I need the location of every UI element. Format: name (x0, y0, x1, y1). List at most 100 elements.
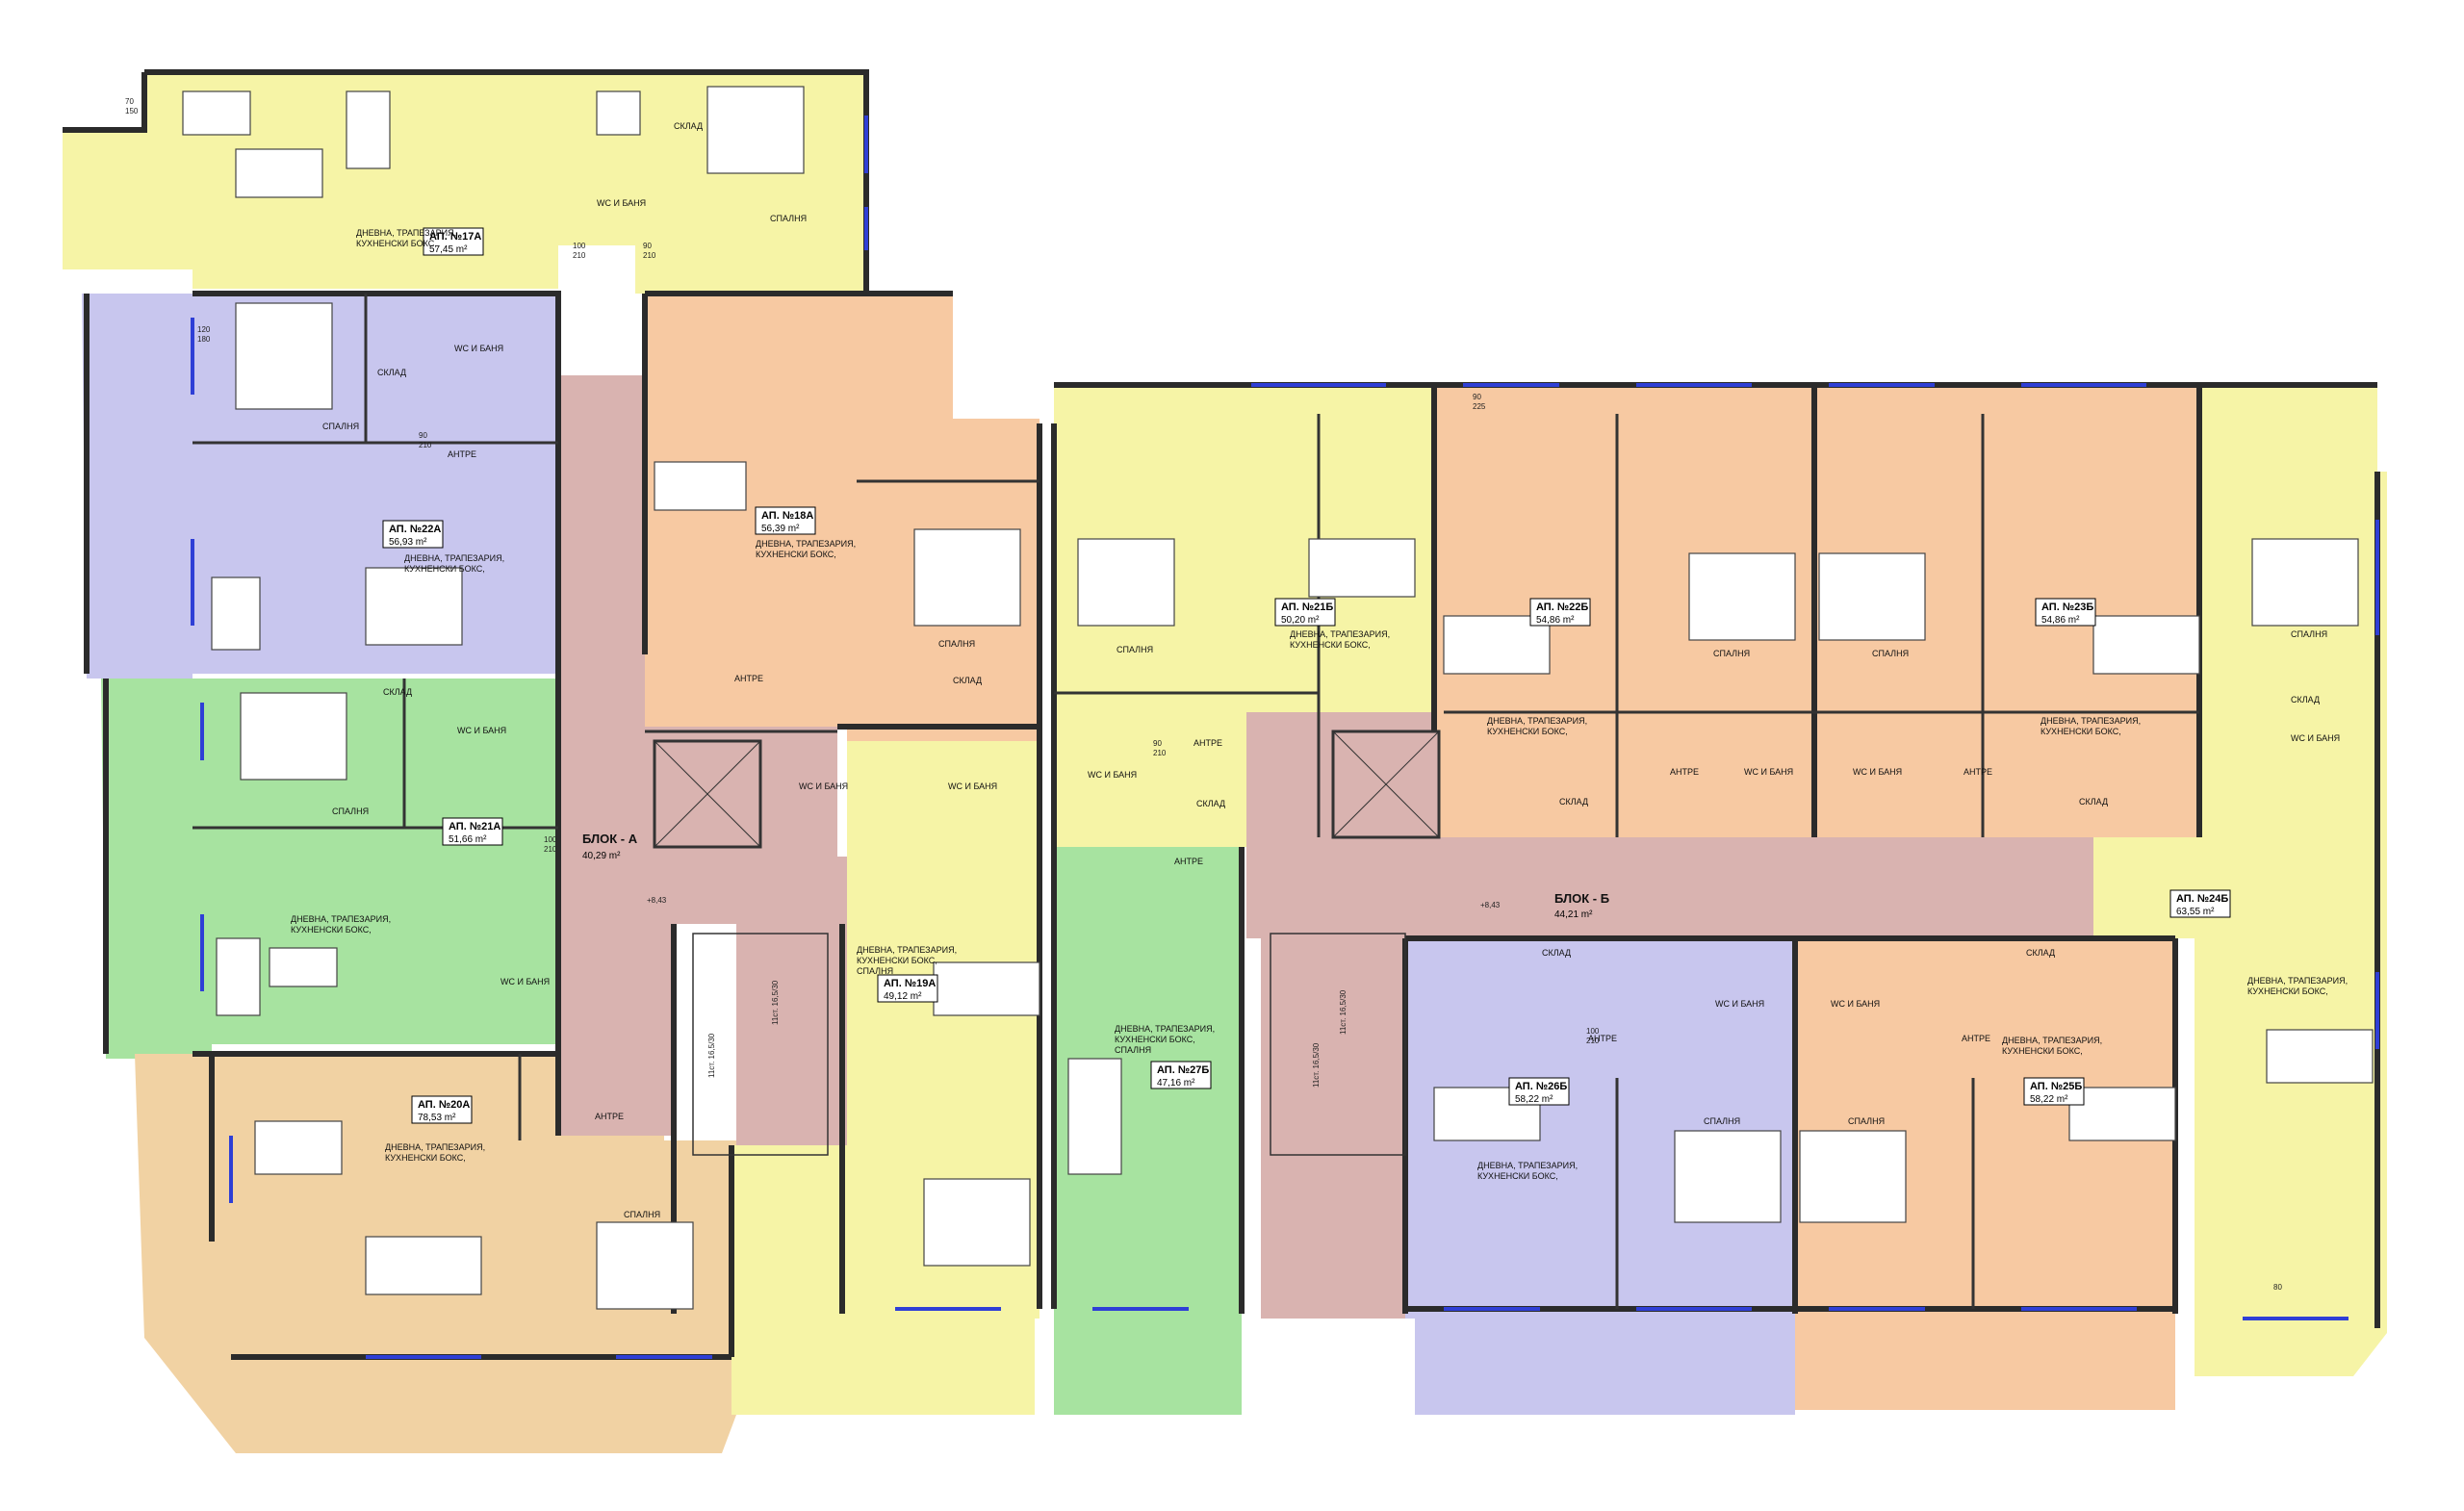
apt-24b-bedroom: СПАЛНЯ (2291, 629, 2327, 639)
dim-label: 225 (1473, 402, 1486, 411)
dim-label: 120 (197, 325, 211, 334)
apt-22a-kitchen: КУХНЕНСКИ БОКС, (404, 564, 485, 574)
dimension-labels: 100 210 90 210 90 210 100 210 90 210 100… (125, 97, 2282, 1292)
apt-20a-living: ДНЕВНА, ТРАПЕЗАРИЯ, (385, 1142, 485, 1152)
dim-label: 90 (419, 431, 427, 440)
apt-21a-bedroom: СПАЛНЯ (332, 807, 369, 816)
apt-22a-label: АП. №22А 56,93 m² ДНЕВНА, ТРАПЕЗАРИЯ, КУ… (322, 344, 504, 574)
apt-18a-area: 56,39 m² (761, 524, 800, 534)
apt-19a-kitchen: КУХНЕНСКИ БОКС, (857, 956, 937, 965)
apt-26b-fill (1405, 938, 1795, 1415)
apt-25b-bath: WC И БАНЯ (1831, 999, 1880, 1009)
apt-20a-hall: АНТРЕ (595, 1112, 624, 1121)
apt-19a-title: АП. №19А (884, 978, 936, 989)
apt-17a-area: 57,45 m² (429, 244, 468, 255)
windows (191, 115, 2379, 1359)
apt-25b-living: ДНЕВНА, ТРАПЕЗАРИЯ, (2002, 1036, 2102, 1045)
apt-21b-area: 50,20 m² (1281, 615, 1320, 626)
apt-19a-bedroom: СПАЛНЯ (857, 966, 893, 976)
apt-18a-bath-2: WC И БАНЯ (948, 781, 997, 791)
dim-label: 90 (1153, 739, 1162, 748)
apt-25b-area: 58,22 m² (2030, 1094, 2068, 1105)
dim-label: 210 (573, 251, 586, 260)
block-b-label: БЛОК - Б (1554, 891, 1609, 906)
dim-label: 100 (573, 242, 586, 250)
dim-label: 80 (2273, 1283, 2282, 1292)
apt-22b-fill (1434, 385, 1814, 837)
dim-label: 210 (1586, 1037, 1600, 1045)
apt-20a-bedroom: СПАЛНЯ (624, 1210, 660, 1219)
dim-label: 210 (1153, 749, 1167, 757)
apt-17a-bedroom: СПАЛНЯ (770, 214, 807, 223)
apt-17a-storage: СКЛАД (674, 121, 703, 131)
apt-21b-hall: АНТРЕ (1194, 738, 1222, 748)
apt-17a-title: АП. №17А (429, 231, 481, 243)
vertical-circulation (653, 730, 1441, 1156)
apt-26b-kitchen: КУХНЕНСКИ БОКС, (1477, 1171, 1558, 1181)
apt-24b-bath: WC И БАНЯ (2291, 733, 2340, 743)
dim-label: 180 (197, 335, 211, 344)
stair-b (1270, 933, 1406, 1156)
apt-26b-label: АП. №26Б 58,22 m² ДНЕВНА, ТРАПЕЗАРИЯ, КУ… (1477, 948, 1764, 1181)
apt-27b-title: АП. №27Б (1157, 1064, 1209, 1076)
apt-18a-label: АП. №18А 56,39 m² ДНЕВНА, ТРАПЕЗАРИЯ, КУ… (734, 506, 997, 791)
apt-26b-bedroom: СПАЛНЯ (1704, 1116, 1740, 1126)
apt-21b-kitchen: КУХНЕНСКИ БОКС, (1290, 640, 1371, 650)
apt-26b-storage: СКЛАД (1542, 948, 1571, 958)
apt-21b-title: АП. №21Б (1281, 602, 1333, 613)
apt-25b-storage: СКЛАД (2026, 948, 2055, 958)
apt-17a-kitchen: КУХНЕНСКИ БОКС, (356, 239, 437, 248)
apt-27b-kitchen: КУХНЕНСКИ БОКС, (1115, 1035, 1195, 1044)
apt-23b-label: АП. №23Б 54,86 m² ДНЕВНА, ТРАПЕЗАРИЯ, КУ… (1853, 598, 2141, 807)
apt-22b-bedroom: СПАЛНЯ (1713, 649, 1750, 658)
apt-27b-fill (1054, 847, 1242, 1415)
apt-26b-title: АП. №26Б (1515, 1081, 1567, 1092)
apt-24b-living: ДНЕВНА, ТРАПЕЗАРИЯ, (2247, 976, 2348, 986)
apt-21b-label: АП. №21Б 50,20 m² ДНЕВНА, ТРАПЕЗАРИЯ, КУ… (1088, 598, 1390, 808)
apt-22a-hall: АНТРЕ (448, 449, 476, 459)
block-a-area: 40,29 m² (582, 851, 621, 861)
dim-label: 210 (419, 441, 432, 449)
dim-label: 100 (1586, 1027, 1600, 1036)
apt-26b-hall: АНТРЕ (1588, 1034, 1617, 1043)
apt-22a-living: ДНЕВНА, ТРАПЕЗАРИЯ, (404, 553, 504, 563)
apt-23b-bedroom: СПАЛНЯ (1872, 649, 1909, 658)
stair-a2-label: 11ст. 16,5/30 (771, 980, 780, 1025)
stair-a (692, 933, 829, 1156)
apt-18a-bedroom: СПАЛНЯ (938, 639, 975, 649)
apt-21a-fill (101, 679, 558, 1059)
apt-21a-bath-2: WC И БАНЯ (500, 977, 550, 986)
apt-17a-living: ДНЕВНА, ТРАПЕЗАРИЯ, (356, 228, 456, 238)
apt-22b-title: АП. №22Б (1536, 602, 1588, 613)
corridor-b-fill (1246, 712, 2093, 1319)
apt-24b-area: 63,55 m² (2176, 907, 2215, 917)
apt-27b-label: АП. №27Б 47,16 m² ДНЕВНА, ТРАПЕЗАРИЯ, КУ… (1115, 857, 1215, 1089)
apt-22b-hall: АНТРЕ (1670, 767, 1699, 777)
apt-17a-label: АП. №17А 57,45 m² ДНЕВНА, ТРАПЕЗАРИЯ, КУ… (356, 121, 807, 256)
block-a-level: +8,43 (647, 896, 667, 905)
apt-20a-kitchen: КУХНЕНСКИ БОКС, (385, 1153, 466, 1163)
apt-17a-fill (63, 72, 866, 294)
apt-22a-area: 56,93 m² (389, 537, 427, 548)
dim-label: 70 (125, 97, 134, 106)
apt-22b-living: ДНЕВНА, ТРАПЕЗАРИЯ, (1487, 716, 1587, 726)
apt-21a-area: 51,66 m² (449, 834, 487, 845)
apt-24b-kitchen: КУХНЕНСКИ БОКС, (2247, 986, 2328, 996)
apt-27b-bedroom: СПАЛНЯ (1115, 1045, 1151, 1055)
apt-23b-living: ДНЕВНА, ТРАПЕЗАРИЯ, (2040, 716, 2141, 726)
apt-18a-living: ДНЕВНА, ТРАПЕЗАРИЯ, (756, 539, 856, 549)
apt-21a-kitchen: КУХНЕНСКИ БОКС, (291, 925, 372, 935)
apt-18a-kitchen: КУХНЕНСКИ БОКС, (756, 550, 836, 559)
apt-22b-area: 54,86 m² (1536, 615, 1575, 626)
apt-19a-living: ДНЕВНА, ТРАПЕЗАРИЯ, (857, 945, 957, 955)
apt-20a-title: АП. №20А (418, 1099, 470, 1111)
apt-24b-title: АП. №24Б (2176, 893, 2228, 905)
apt-22a-title: АП. №22А (389, 524, 441, 535)
apt-21a-title: АП. №21А (449, 821, 500, 832)
apt-19a-label: АП. №19А 49,12 m² ДНЕВНА, ТРАПЕЗАРИЯ, КУ… (857, 945, 957, 1003)
dim-label: 210 (643, 251, 656, 260)
apt-21b-storage: СКЛАД (1196, 799, 1225, 808)
apt-23b-hall: АНТРЕ (1964, 767, 1992, 777)
apt-21a-label: АП. №21А 51,66 m² ДНЕВНА, ТРАПЕЗАРИЯ, КУ… (291, 687, 550, 986)
